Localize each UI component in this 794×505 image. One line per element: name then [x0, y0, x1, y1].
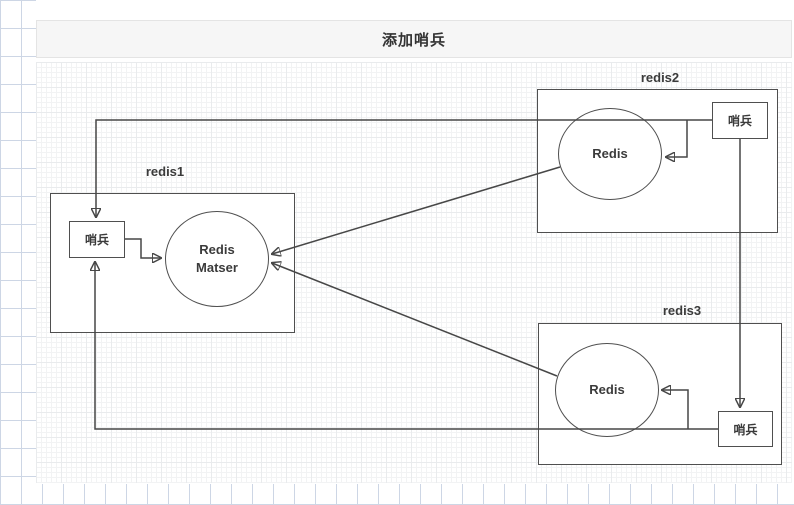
group-label-redis1: redis1: [145, 164, 185, 179]
redis-node-redis3[interactable]: Redis: [555, 343, 659, 437]
sentinel-node-redis2[interactable]: 哨兵: [712, 102, 768, 139]
redis-node-redis2[interactable]: Redis: [558, 108, 662, 200]
group-label-redis2: redis2: [640, 70, 680, 85]
title-band: 添加哨兵: [36, 20, 792, 58]
page-title: 添加哨兵: [381, 31, 446, 49]
group-label-redis3: redis3: [662, 303, 702, 318]
sentinel-node-redis1[interactable]: 哨兵: [69, 221, 125, 258]
redis-master-node[interactable]: Redis Matser: [165, 211, 269, 307]
sentinel-node-redis3[interactable]: 哨兵: [718, 411, 773, 447]
